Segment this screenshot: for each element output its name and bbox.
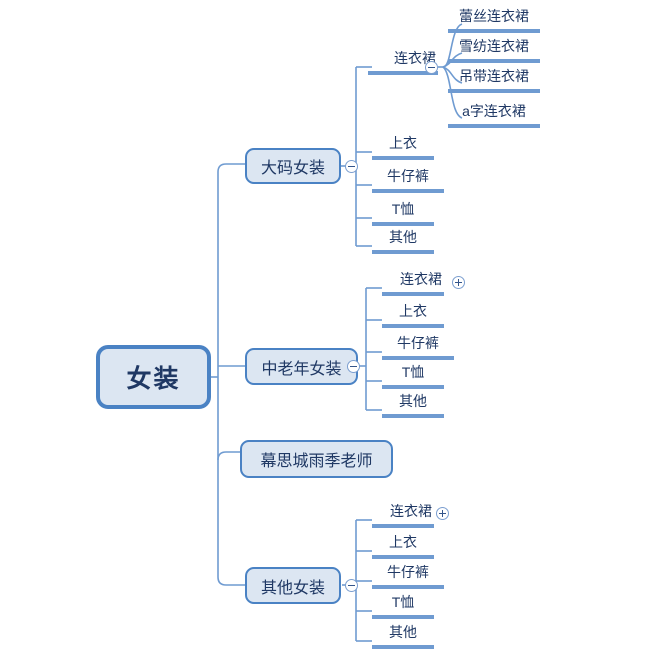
- leaf-node-label: T恤: [391, 594, 415, 610]
- minus-circle-icon[interactable]: [345, 160, 358, 173]
- sub-node-label: 连衣裙: [390, 503, 432, 519]
- leaf-node-label: T恤: [401, 364, 425, 380]
- sub-node-lianyiqun[interactable]: 连衣裙: [372, 501, 434, 528]
- leaf-node-label: 雪纺连衣裙: [459, 38, 529, 54]
- leaf-node-niuzaiku[interactable]: 牛仔裤: [372, 562, 444, 589]
- branch-node-dama-nvzhuang[interactable]: 大码女装: [245, 148, 341, 184]
- leaf-node-label: 其他: [389, 229, 417, 245]
- leaf-node-diaodai-lianyiqun[interactable]: 吊带连衣裙: [448, 66, 540, 93]
- branch-node-label: 幕思城雨季老师: [260, 453, 373, 470]
- leaf-node-niuzaiku[interactable]: 牛仔裤: [382, 333, 454, 360]
- leaf-node-niuzaiku[interactable]: 牛仔裤: [372, 166, 444, 193]
- leaf-node-tshirt[interactable]: T恤: [372, 592, 434, 619]
- minus-circle-icon[interactable]: [347, 360, 360, 373]
- leaf-node-qita[interactable]: 其他: [372, 227, 434, 254]
- leaf-node-label: 牛仔裤: [387, 564, 429, 580]
- leaf-node-qita[interactable]: 其他: [382, 391, 444, 418]
- leaf-node-xuefang-lianyiqun[interactable]: 雪纺连衣裙: [448, 36, 540, 63]
- plus-circle-icon[interactable]: [436, 507, 449, 520]
- branch-node-label: 大码女装: [260, 160, 325, 177]
- leaf-node-label: T恤: [391, 201, 415, 217]
- leaf-node-leisi-lianyiqun[interactable]: 蕾丝连衣裙: [448, 6, 540, 33]
- sub-node-label: 连衣裙: [394, 50, 436, 66]
- branch-node-zhonglaonian-nvzhuang[interactable]: 中老年女装: [245, 348, 358, 385]
- branch-node-label: 其他女装: [260, 579, 325, 597]
- leaf-node-shangyi[interactable]: 上衣: [372, 133, 434, 160]
- sub-node-lianyiqun[interactable]: 连衣裙: [368, 48, 438, 75]
- leaf-node-tshirt[interactable]: T恤: [372, 199, 434, 226]
- sub-node-label: 连衣裙: [400, 271, 442, 287]
- root-node[interactable]: 女装: [96, 345, 211, 409]
- leaf-node-tshirt[interactable]: T恤: [382, 362, 444, 389]
- leaf-node-label: 吊带连衣裙: [459, 68, 529, 84]
- leaf-node-label: 牛仔裤: [387, 168, 429, 184]
- leaf-node-label: 牛仔裤: [397, 335, 439, 351]
- branch-node-musicheng-yuji-laoshi[interactable]: 幕思城雨季老师: [240, 440, 393, 478]
- leaf-node-label: 其他: [389, 624, 417, 640]
- branch-node-label: 中老年女装: [261, 360, 342, 378]
- root-node-label: 女装: [126, 365, 181, 393]
- leaf-node-label: 上衣: [399, 303, 427, 319]
- plus-circle-icon[interactable]: [452, 276, 465, 289]
- leaf-node-qita[interactable]: 其他: [372, 622, 434, 649]
- leaf-node-label: 上衣: [389, 135, 417, 151]
- leaf-node-shangyi[interactable]: 上衣: [382, 301, 444, 328]
- leaf-node-label: 蕾丝连衣裙: [459, 8, 529, 24]
- leaf-node-label: a字连衣裙: [462, 103, 526, 119]
- leaf-node-shangyi[interactable]: 上衣: [372, 532, 434, 559]
- leaf-node-label: 其他: [399, 393, 427, 409]
- branch-node-qita-nvzhuang[interactable]: 其他女装: [245, 567, 341, 604]
- leaf-node-azi-lianyiqun[interactable]: a字连衣裙: [448, 101, 540, 128]
- leaf-node-label: 上衣: [389, 534, 417, 550]
- minus-circle-icon[interactable]: [425, 61, 438, 74]
- minus-circle-icon[interactable]: [345, 579, 358, 592]
- sub-node-lianyiqun[interactable]: 连衣裙: [382, 269, 444, 296]
